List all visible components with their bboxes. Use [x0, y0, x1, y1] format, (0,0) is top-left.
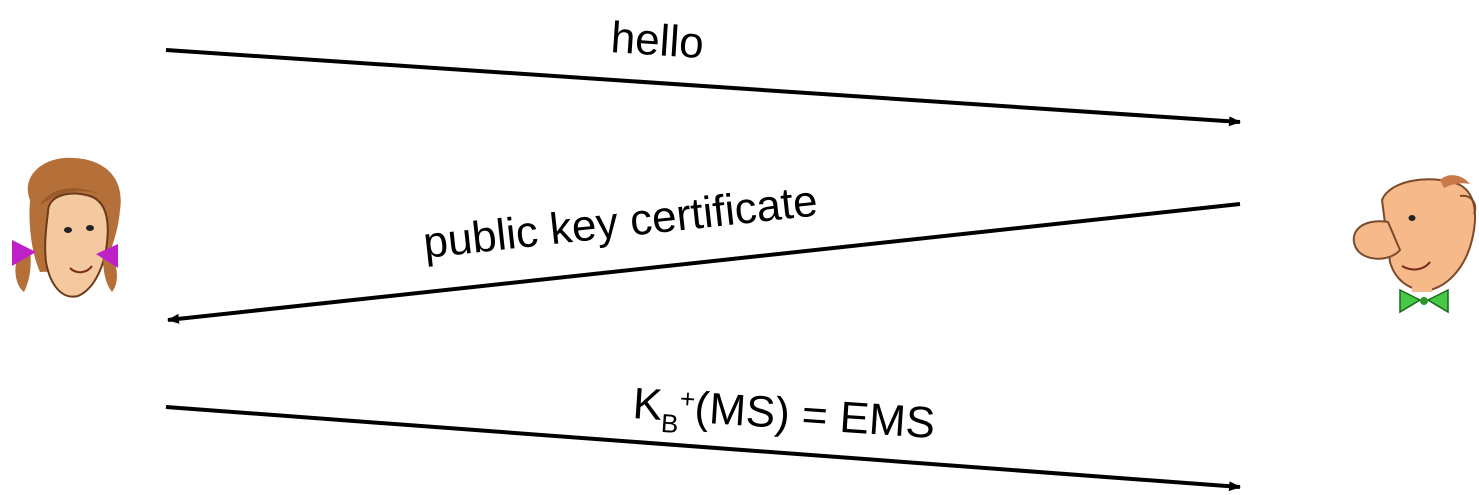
- message-arrow-ems: [165, 405, 1241, 492]
- message-encrypted-master-secret: KB+(MS) = EMS: [165, 379, 1241, 492]
- message-arrow-hello: [165, 48, 1241, 127]
- bob-cartoon-icon: [1352, 175, 1477, 314]
- alice-cartoon-icon: [12, 157, 121, 298]
- message-label-hello: hello: [609, 13, 705, 68]
- label-rest: (MS) = EMS: [693, 383, 937, 448]
- message-hello: hello: [165, 13, 1241, 127]
- message-arrow-certificate: [167, 202, 1241, 324]
- label-subscript-b: B: [660, 408, 679, 439]
- message-certificate: public key certificate: [167, 176, 1241, 324]
- label-k: K: [631, 379, 664, 430]
- label-superscript-plus: +: [679, 383, 696, 414]
